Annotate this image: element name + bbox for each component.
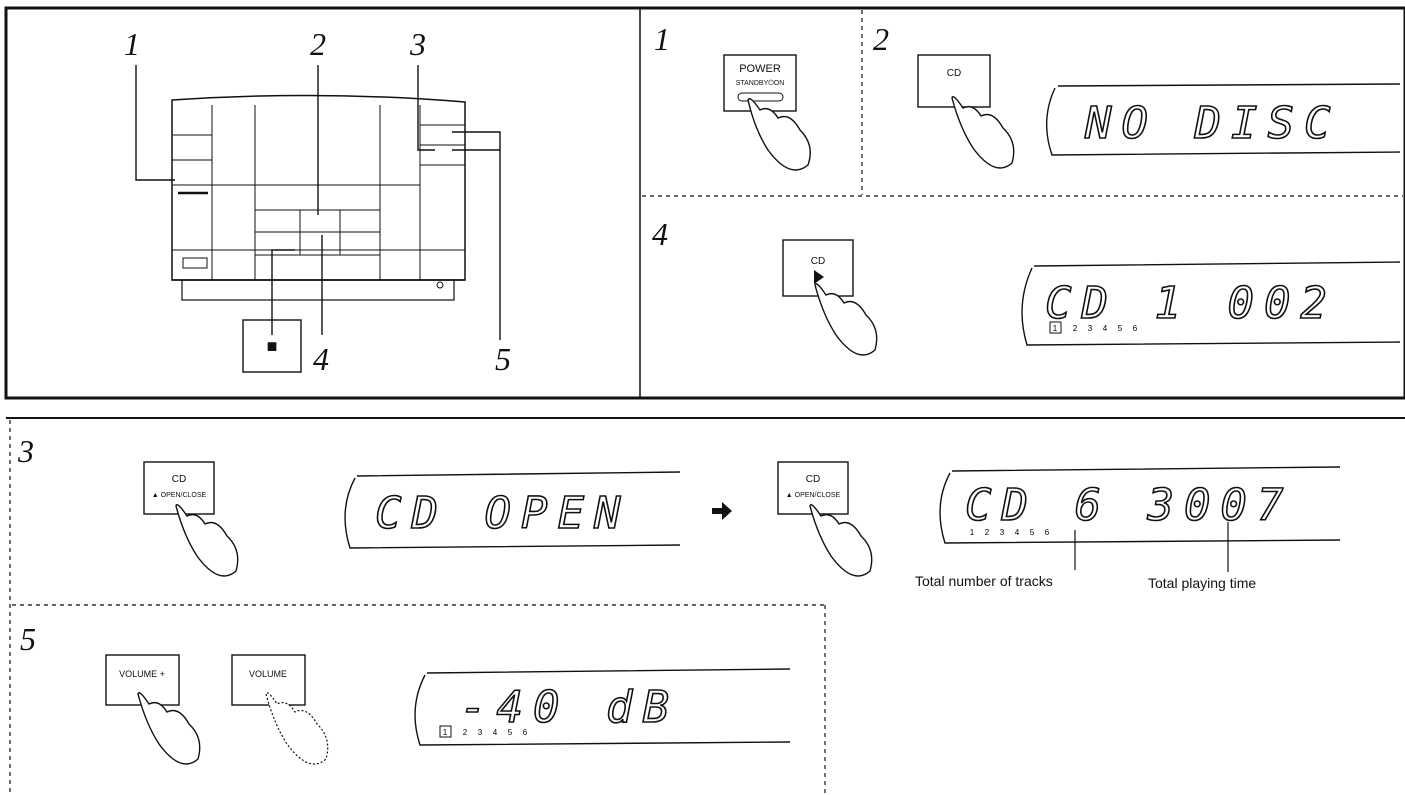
overview-label-2: 2 [310, 26, 326, 62]
svg-text:6: 6 [1045, 528, 1050, 537]
svg-text:4: 4 [493, 728, 498, 737]
svg-text:5: 5 [508, 728, 513, 737]
display-no-disc: NO DISC [1084, 98, 1340, 149]
overview-label-1: 1 [124, 26, 140, 62]
display-panel [1021, 261, 1401, 346]
hand-icon [809, 504, 873, 577]
play-icon [814, 270, 824, 284]
unit-overview [135, 65, 501, 373]
svg-text:1: 1 [1053, 324, 1058, 333]
volume-down-button[interactable] [231, 654, 306, 706]
svg-text:3: 3 [1088, 324, 1093, 333]
cd-button-label: CD [947, 68, 961, 79]
step-number-4: 4 [652, 216, 668, 252]
total-time-label: Total playing time [1148, 575, 1256, 591]
overview-label-4: 4 [313, 341, 329, 377]
track-indicators-total: 1 2 3 4 5 6 [970, 528, 1050, 537]
svg-text:6: 6 [523, 728, 528, 737]
volume-down-label: VOLUME [249, 669, 287, 679]
open-close-cd-label: CD [172, 474, 186, 485]
svg-text:6: 6 [1133, 324, 1138, 333]
display-cd-total: CD 6 3007 [965, 480, 1293, 531]
power-label: POWER [739, 63, 781, 75]
cd-play-label: CD [811, 256, 825, 267]
step-number-1: 1 [654, 21, 670, 57]
display-cd-play: CD 1 002 [1045, 278, 1337, 329]
step-number-3: 3 [17, 433, 34, 469]
display-cd-open: CD OPEN [375, 488, 630, 539]
svg-text:3: 3 [1000, 528, 1005, 537]
display-panel [414, 668, 791, 746]
open-close-label-2: ▲ OPEN/CLOSE [786, 492, 841, 499]
svg-text:3: 3 [478, 728, 483, 737]
svg-text:4: 4 [1015, 528, 1020, 537]
hand-dotted-icon [265, 692, 329, 765]
display-panel [1045, 83, 1401, 156]
display-panel [939, 466, 1341, 544]
display-panel [344, 471, 681, 549]
top-frame [4, 6, 1405, 400]
open-close-cd-label-2: CD [806, 474, 820, 485]
svg-text:5: 5 [1030, 528, 1035, 537]
hand-icon [951, 96, 1015, 169]
open-close-label: ▲ OPEN/CLOSE [152, 492, 207, 499]
track-indicators: 1 2 3 4 5 6 [1049, 321, 1138, 334]
step-number-2: 2 [873, 21, 889, 57]
hand-icon [814, 283, 878, 356]
svg-text:2: 2 [1073, 324, 1078, 333]
total-tracks-label: Total number of tracks [915, 573, 1053, 589]
svg-text:2: 2 [463, 728, 468, 737]
standby-label: STANDBY⏻ON [736, 79, 785, 87]
hand-icon [747, 98, 811, 171]
display-volume: -40 dB [460, 682, 679, 733]
svg-text:1: 1 [443, 728, 448, 737]
svg-text:1: 1 [970, 528, 975, 537]
arrow-right-icon [712, 502, 732, 520]
volume-up-label: VOLUME + [119, 669, 165, 679]
svg-text:5: 5 [1118, 324, 1123, 333]
step-number-5: 5 [20, 621, 36, 657]
svg-text:4: 4 [1103, 324, 1108, 333]
track-indicators-volume: 1 2 3 4 5 6 [439, 725, 528, 738]
hand-icon [137, 692, 201, 765]
svg-text:2: 2 [985, 528, 990, 537]
stop-symbol: ■ [267, 336, 278, 356]
overview-label-3: 3 [409, 26, 426, 62]
overview-label-5: 5 [495, 341, 511, 377]
hand-icon [175, 504, 239, 577]
